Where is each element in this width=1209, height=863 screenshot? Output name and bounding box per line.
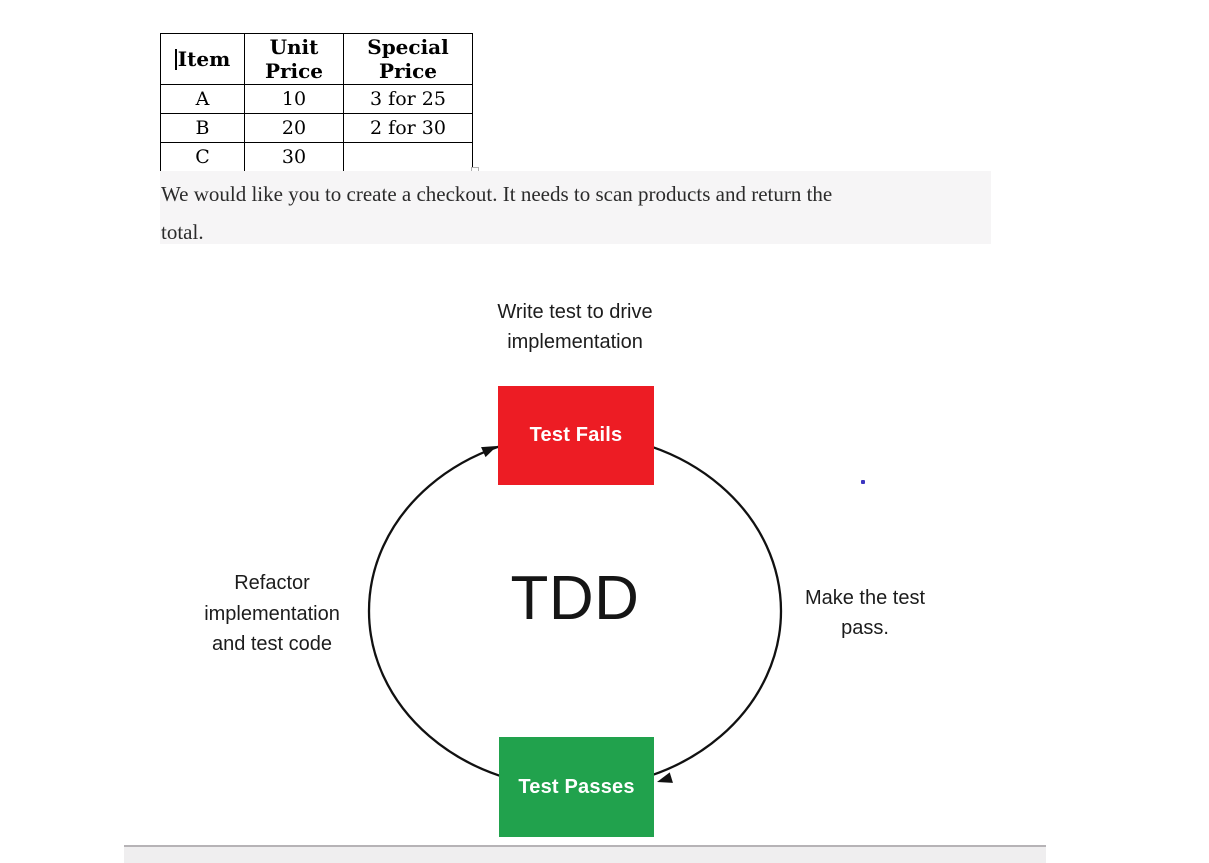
cell-item[interactable]: B bbox=[160, 113, 245, 143]
brief-paragraph[interactable]: We would like you to create a checkout. … bbox=[160, 171, 991, 244]
test-fails-box: Test Fails bbox=[498, 386, 654, 485]
arrowhead-to-test-passes bbox=[657, 772, 673, 783]
header-cell-special-price[interactable]: Special Price bbox=[343, 33, 473, 85]
test-fails-label: Test Fails bbox=[529, 424, 623, 446]
diagram-label-write-test: Write test to drive implementation bbox=[497, 301, 653, 353]
cell-unit-price[interactable]: 20 bbox=[244, 113, 344, 143]
cell-unit-price[interactable]: 30 bbox=[244, 142, 344, 172]
page-margin-strip bbox=[124, 847, 1046, 863]
tdd-center-label: TDD bbox=[510, 564, 640, 633]
pricing-table[interactable]: Item Unit Price Special Price A 10 3 for… bbox=[160, 33, 473, 172]
table-header-row: Item Unit Price Special Price bbox=[160, 33, 473, 85]
stray-dot bbox=[861, 480, 865, 484]
header-cell-item[interactable]: Item bbox=[160, 33, 245, 85]
diagram-label-refactor: Refactor implementation and test code bbox=[204, 572, 340, 655]
page-divider bbox=[124, 845, 1046, 847]
cell-special-price[interactable] bbox=[343, 142, 473, 172]
table-row: A 10 3 for 25 bbox=[160, 84, 473, 114]
cell-special-price[interactable]: 3 for 25 bbox=[343, 84, 473, 114]
table-row: B 20 2 for 30 bbox=[160, 113, 473, 143]
test-passes-box: Test Passes bbox=[499, 737, 654, 837]
cell-unit-price[interactable]: 10 bbox=[244, 84, 344, 114]
test-passes-label: Test Passes bbox=[518, 775, 635, 798]
header-item-label: Item bbox=[177, 47, 231, 71]
text-caret bbox=[174, 49, 177, 70]
cell-item[interactable]: C bbox=[160, 142, 245, 172]
diagram-label-make-test-pass: Make the test pass. bbox=[804, 587, 926, 639]
arrowhead-to-test-fails bbox=[481, 446, 497, 458]
header-cell-unit-price[interactable]: Unit Price bbox=[244, 33, 344, 85]
table-row: C 30 bbox=[160, 142, 473, 172]
cell-special-price[interactable]: 2 for 30 bbox=[343, 113, 473, 143]
cell-item[interactable]: A bbox=[160, 84, 245, 114]
